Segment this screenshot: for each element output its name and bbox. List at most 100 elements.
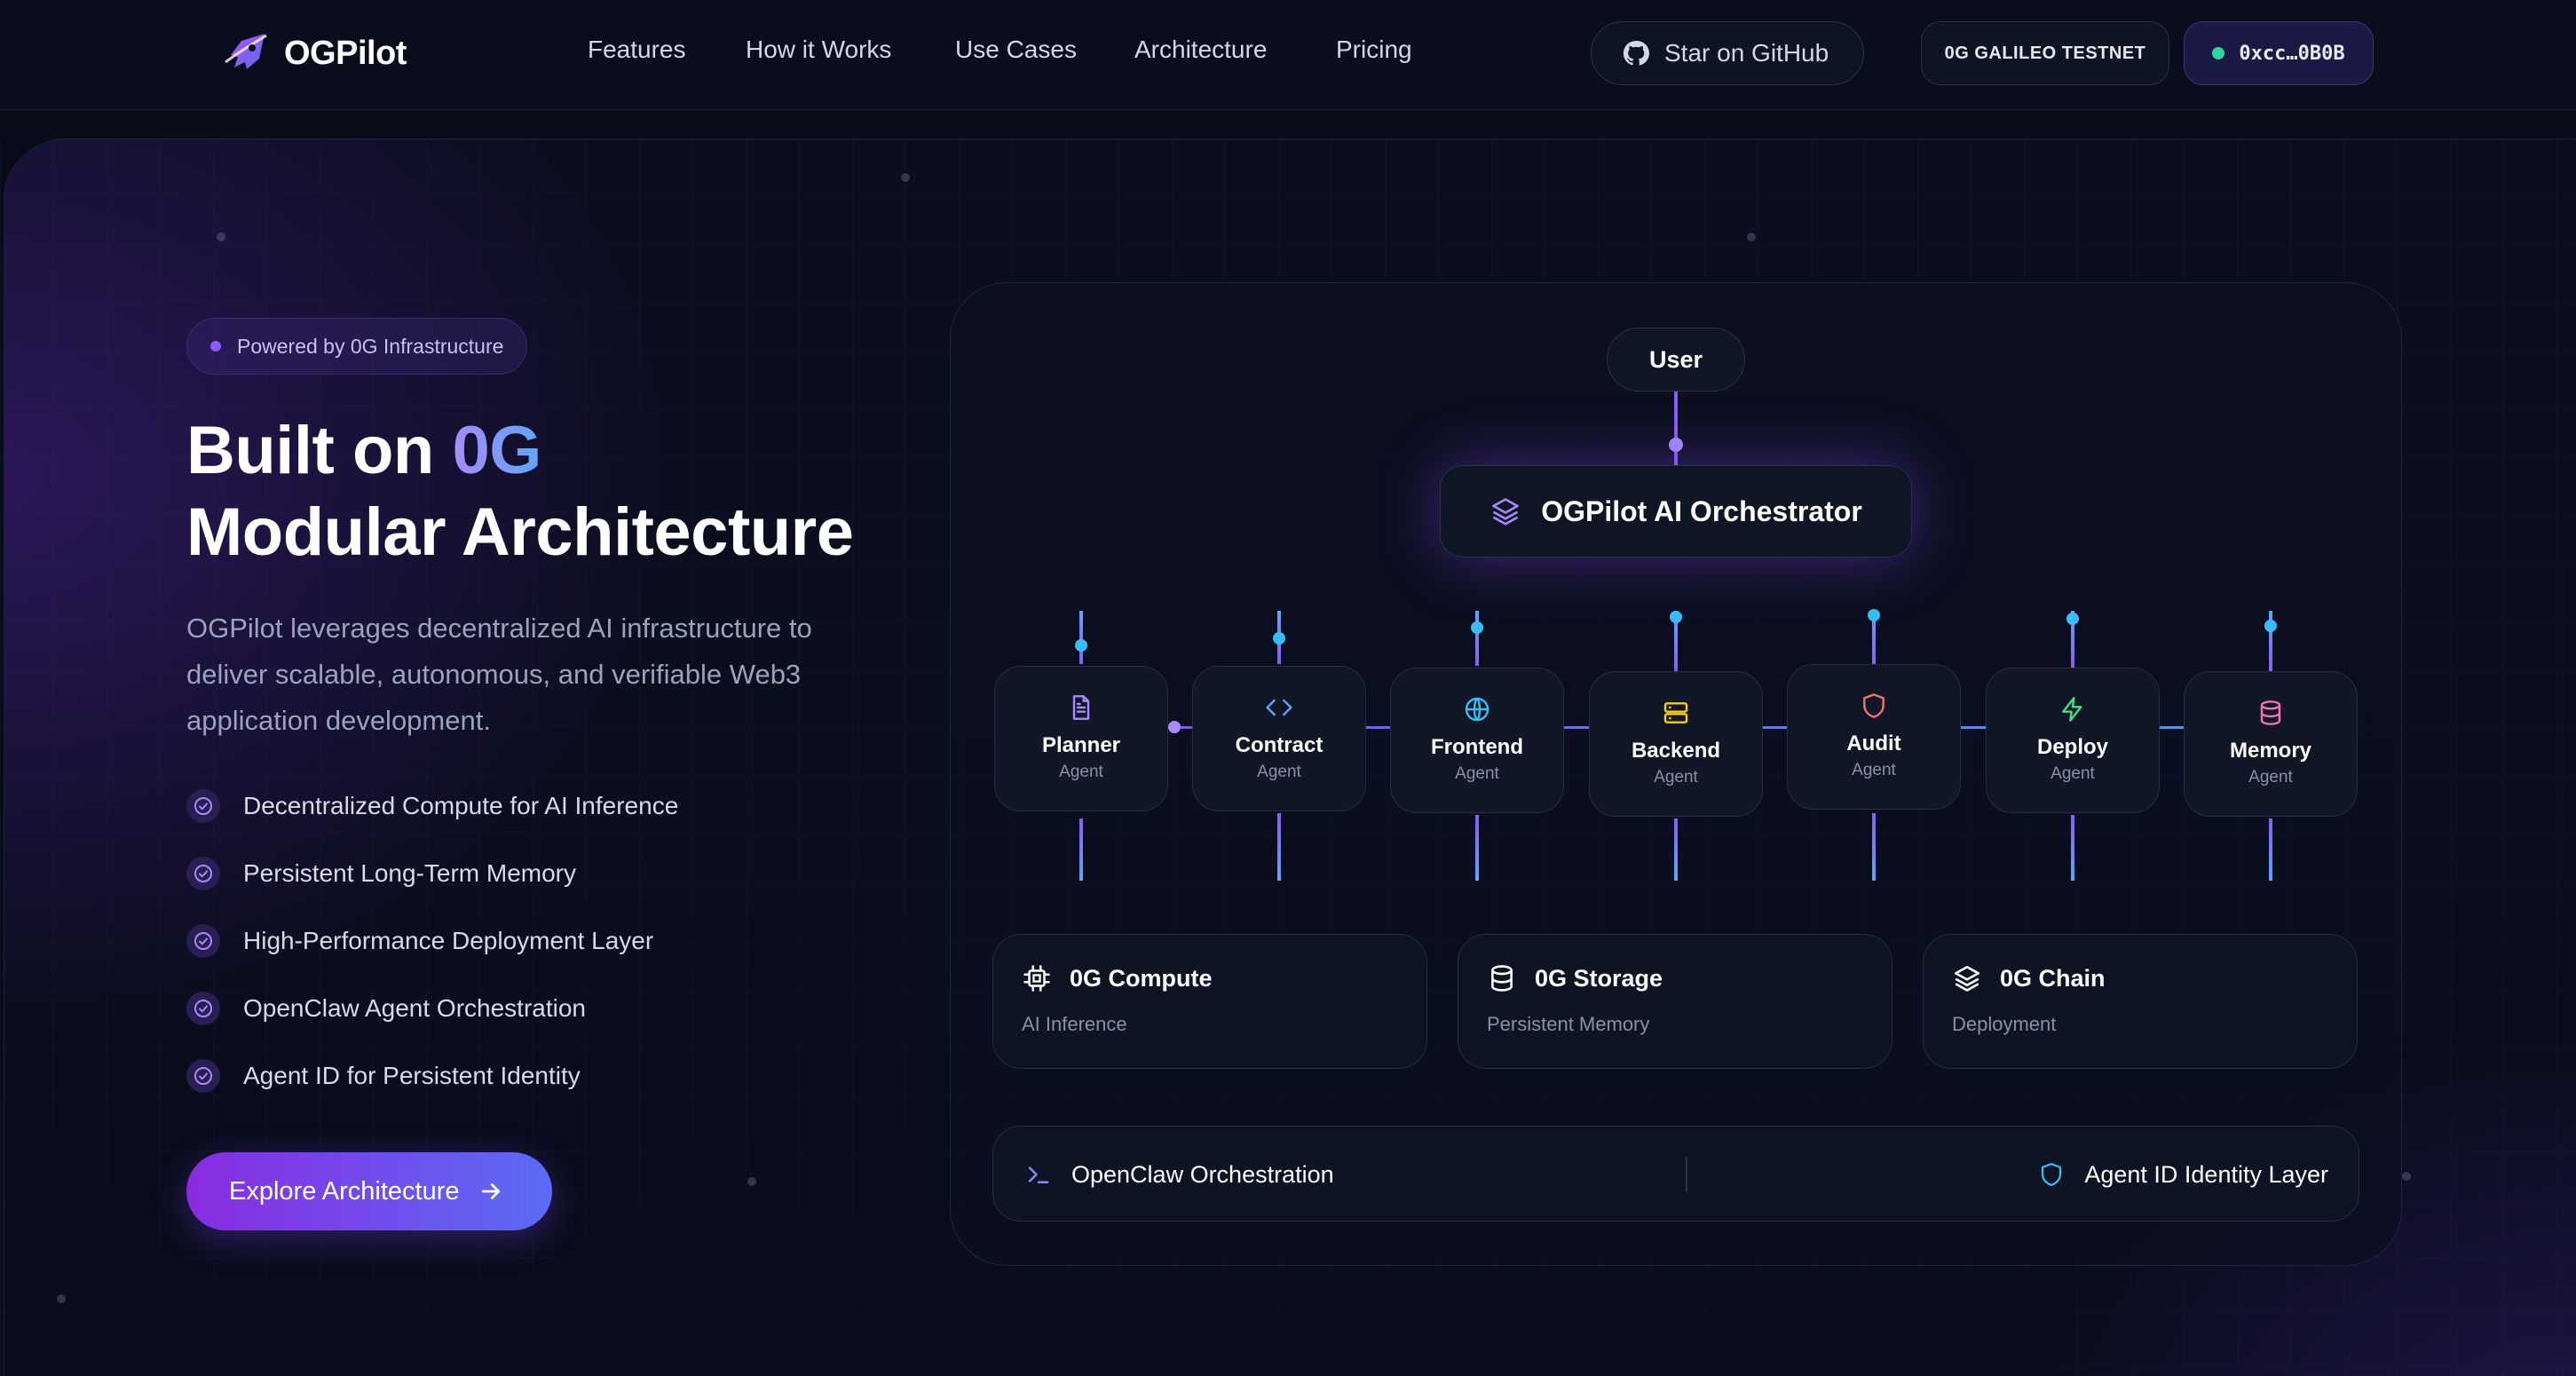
check-circle-icon — [186, 789, 220, 823]
feature-item: High-Performance Deployment Layer — [186, 923, 653, 959]
orchestration-identity-bar: OpenClaw Orchestration Agent ID Identity… — [992, 1126, 2359, 1222]
feature-item: Agent ID for Persistent Identity — [186, 1058, 581, 1094]
agent-name: Memory — [2229, 739, 2312, 763]
connector-node — [1273, 632, 1285, 645]
connector-memory-top — [2269, 611, 2272, 671]
agent-card-deploy[interactable]: Deploy Agent — [1986, 668, 2160, 813]
connector-backend-top — [1674, 611, 1678, 671]
connector-backend-bottom — [1674, 818, 1678, 881]
connector-node — [1669, 438, 1683, 452]
wallet-status-dot — [2212, 47, 2225, 59]
layers-icon — [1954, 965, 1980, 992]
connector-frontend-bottom — [1475, 815, 1479, 881]
bolt-icon — [2062, 697, 2082, 722]
infra-card-header: 0G Compute — [1022, 963, 1213, 993]
background-star — [217, 233, 225, 241]
feature-item: OpenClaw Agent Orchestration — [186, 991, 586, 1026]
network-selector[interactable]: 0G GALILEO TESTNET — [1921, 21, 2169, 85]
feature-label: Persistent Long-Term Memory — [243, 859, 577, 887]
agent-card-planner[interactable]: Planner Agent — [994, 666, 1168, 811]
badge-label: Powered by 0G Infrastructure — [237, 334, 504, 358]
agent-id-label: Agent ID Identity Layer — [2084, 1160, 2328, 1188]
agent-type: Agent — [1257, 763, 1301, 781]
infra-card-compute[interactable]: 0G Compute AI Inference — [992, 934, 1427, 1069]
connector-memory-bottom — [2269, 818, 2272, 881]
connector-deploy-bottom — [2071, 815, 2074, 881]
nav-link-architecture[interactable]: Architecture — [1134, 36, 1268, 63]
agent-card-memory[interactable]: Memory Agent — [2184, 671, 2358, 817]
background-star — [1747, 233, 1756, 241]
github-icon — [1623, 40, 1649, 66]
agent-name: Contract — [1235, 733, 1324, 757]
infra-card-header: 0G Chain — [1952, 963, 2106, 993]
nav-link-features[interactable]: Features — [588, 36, 686, 63]
orchestrator-node[interactable]: OGPilot AI Orchestrator — [1440, 465, 1912, 558]
infra-card-storage[interactable]: 0G Storage Persistent Memory — [1458, 934, 1892, 1069]
brand-logo[interactable]: OGPilot — [222, 28, 407, 78]
divider — [1686, 1157, 1687, 1192]
connector-planner-top — [1079, 611, 1083, 664]
infra-title: 0G Chain — [2000, 964, 2106, 992]
infra-subtitle: Deployment — [1952, 1013, 2057, 1035]
agent-card-contract[interactable]: Contract Agent — [1192, 666, 1366, 811]
check-circle-icon — [186, 992, 220, 1025]
nav-link-use-cases[interactable]: Use Cases — [955, 36, 1077, 63]
cta-label: Explore Architecture — [229, 1176, 460, 1206]
feature-item: Persistent Long-Term Memory — [186, 856, 576, 891]
check-circle-icon — [186, 924, 220, 958]
globe-icon — [1465, 697, 1489, 722]
file-icon — [1072, 695, 1090, 720]
feature-label: Agent ID for Persistent Identity — [243, 1062, 581, 1089]
agent-type: Agent — [2051, 764, 2095, 783]
agent-name: Audit — [1846, 731, 1901, 755]
infra-title: 0G Storage — [1535, 964, 1663, 992]
badge-dot — [210, 341, 221, 352]
brand-name: OGPilot — [284, 34, 407, 72]
nav-link-pricing[interactable]: Pricing — [1336, 36, 1412, 63]
connector-frontend-top — [1475, 611, 1479, 666]
infra-card-chain[interactable]: 0G Chain Deployment — [1923, 934, 2358, 1069]
connector-contract-bottom — [1277, 813, 1281, 881]
nav-link-how-it-works[interactable]: How it Works — [746, 36, 892, 63]
connector-node — [1075, 639, 1087, 652]
terminal-icon — [1028, 1166, 1049, 1183]
openclaw-orchestration[interactable]: OpenClaw Orchestration — [1025, 1127, 1334, 1222]
agent-type: Agent — [1852, 761, 1896, 779]
connector-node — [2066, 613, 2079, 625]
agent-type: Agent — [1654, 768, 1698, 787]
star-on-github-button[interactable]: Star on GitHub — [1591, 21, 1864, 85]
star-on-github-label: Star on GitHub — [1664, 39, 1829, 67]
infra-card-header: 0G Storage — [1487, 963, 1663, 993]
code-icon — [1266, 699, 1292, 716]
connector-deploy-top — [2071, 611, 2074, 668]
background-star — [57, 1294, 66, 1303]
explore-architecture-button[interactable]: Explore Architecture — [186, 1152, 552, 1230]
agent-card-backend[interactable]: Backend Agent — [1589, 671, 1763, 817]
agent-card-audit[interactable]: Audit Agent — [1787, 664, 1961, 810]
openclaw-label: OpenClaw Orchestration — [1071, 1160, 1334, 1188]
feature-label: Decentralized Compute for AI Inference — [243, 792, 679, 819]
background-star — [901, 173, 910, 182]
wallet-button[interactable]: 0xcc…0B0B — [2184, 21, 2374, 85]
connector-user-orchestrator — [1674, 391, 1678, 465]
connector-node — [1670, 611, 1682, 623]
layers-icon — [1492, 498, 1520, 526]
connector-node — [1471, 621, 1483, 634]
database-icon — [1491, 965, 1513, 992]
user-node[interactable]: User — [1607, 328, 1745, 391]
agent-id-identity-layer[interactable]: Agent ID Identity Layer — [2038, 1127, 2328, 1222]
agent-type: Agent — [1455, 764, 1499, 783]
top-navigation: OGPilot Features How it Works Use Cases … — [0, 0, 2576, 110]
infra-subtitle: Persistent Memory — [1487, 1013, 1650, 1035]
feature-item: Decentralized Compute for AI Inference — [186, 788, 678, 824]
agent-name: Backend — [1631, 739, 1721, 763]
agent-card-frontend[interactable]: Frontend Agent — [1390, 668, 1564, 813]
page-title: Built on 0G Modular Architecture — [186, 410, 854, 573]
agent-type: Agent — [1059, 763, 1103, 781]
check-circle-icon — [186, 1059, 220, 1093]
rocket-logo-icon — [225, 34, 267, 69]
powered-by-badge: Powered by 0G Infrastructure — [186, 318, 528, 375]
title-accent: 0G — [452, 413, 541, 488]
connector-audit-top — [1872, 611, 1876, 664]
